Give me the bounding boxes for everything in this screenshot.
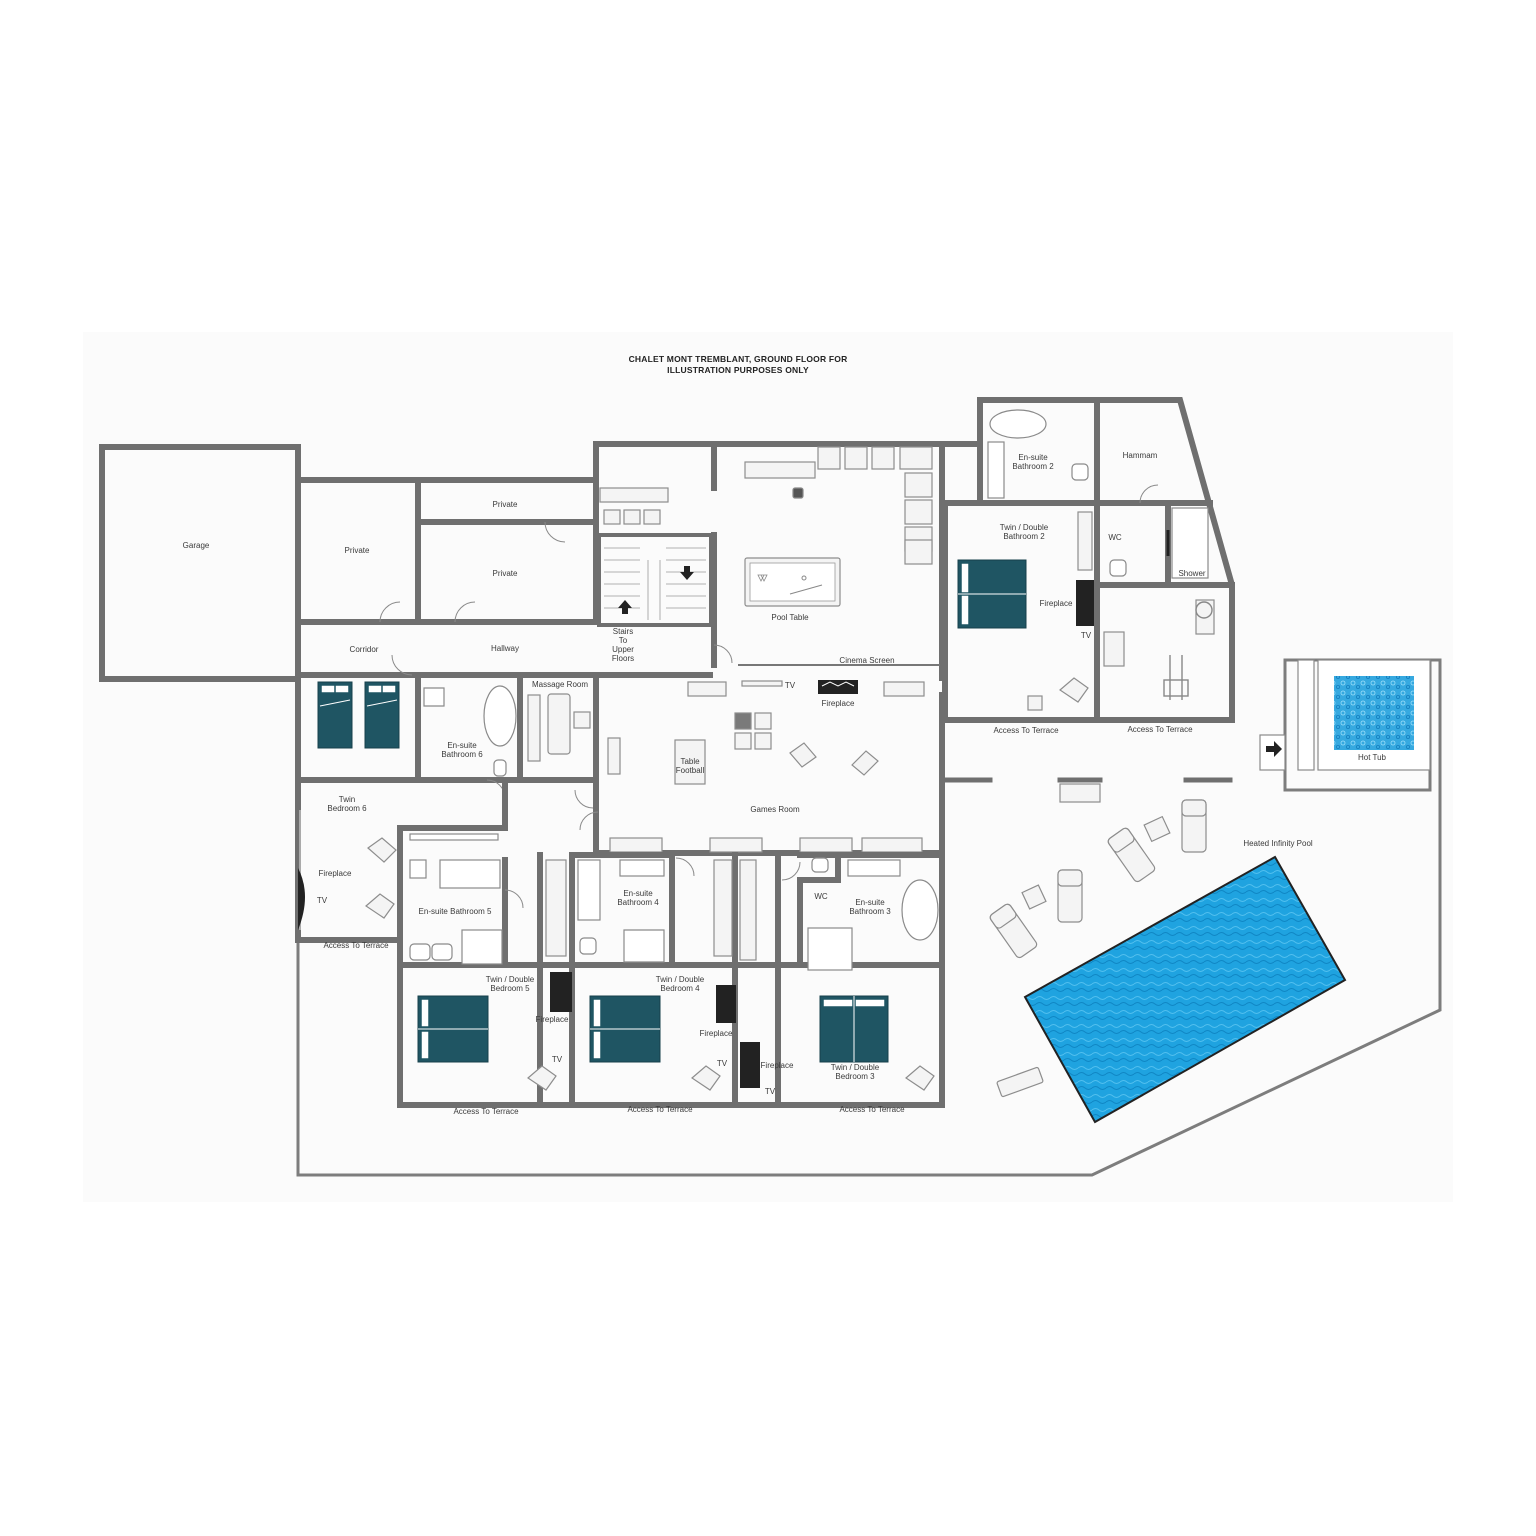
- fireplace-b2-icon: [1076, 580, 1094, 626]
- fireplace-icon: [818, 680, 858, 694]
- ensuite5-label: En-suite Bathroom 5: [419, 907, 492, 916]
- bedroom-6-block: En-suite Bathroom 6 Massage Room Twin Be…: [295, 672, 599, 1108]
- infinity-pool: [1023, 855, 1347, 1124]
- corridor-hallway: Corridor Hallway: [295, 441, 713, 678]
- fireplace-b5-label: Fireplace: [536, 1015, 569, 1024]
- corridor-label: Corridor: [350, 645, 379, 654]
- ensuite6-label-2: Bathroom 6: [441, 750, 483, 759]
- ensuite4-label-1: En-suite: [623, 889, 653, 898]
- ensuite-6: En-suite Bathroom 6: [423, 685, 517, 777]
- down-arrow-icon: [680, 566, 694, 580]
- heated-pool-label: Heated Infinity Pool: [1243, 839, 1313, 848]
- bed3-label-1: Twin / Double: [831, 1063, 880, 1072]
- up-arrow-icon: [618, 600, 632, 614]
- fireplace-b3-icon: [740, 1042, 760, 1088]
- bedroom-4: Twin / Double Bedroom 4 Fireplace TV Acc…: [589, 975, 736, 1114]
- wc-top-label: WC: [1108, 533, 1122, 542]
- shower-label: Shower: [1178, 569, 1205, 578]
- twin6-label-2: Bedroom 6: [327, 804, 367, 813]
- double-bed-2-icon: [957, 559, 1027, 629]
- stairs-label-2: To: [619, 636, 628, 645]
- fireplace-games-label: Fireplace: [822, 699, 855, 708]
- table-football-label-2: Football: [676, 766, 705, 775]
- stairs: Stairs To Upper Floors: [597, 533, 713, 663]
- garage-label: Garage: [183, 541, 210, 550]
- private-c-label: Private: [493, 569, 518, 578]
- bed4-label-2: Bedroom 4: [660, 984, 700, 993]
- bed2-label-2: Bathroom 2: [1003, 532, 1045, 541]
- double-bed-4-icon: [589, 995, 661, 1063]
- fireplace-b2-label: Fireplace: [1040, 599, 1073, 608]
- twin-bed-6-icon: [317, 681, 400, 749]
- games-room: TV Fireplace Table Football Games Room: [574, 680, 925, 853]
- hallway-label: Hallway: [491, 644, 519, 653]
- access-b2-label: Access To Terrace: [993, 726, 1059, 735]
- bedroom-3: Fireplace TV Twin / Double Bedroom 3 Acc…: [740, 995, 935, 1114]
- plan-title-line1: CHALET MONT TREMBLANT, GROUND FLOOR FOR: [629, 354, 848, 364]
- terrace-walls: [942, 777, 1233, 803]
- tv-games-label: TV: [785, 681, 796, 690]
- fireplace-b4-label: Fireplace: [700, 1029, 733, 1038]
- garage: Garage: [99, 444, 301, 682]
- bedroom-5: Twin / Double Bedroom 5 Fireplace TV Acc…: [417, 972, 572, 1116]
- arrow-right-icon: [1266, 741, 1282, 757]
- games-room-label: Games Room: [750, 805, 800, 814]
- ensuite4-label-2: Bathroom 4: [617, 898, 659, 907]
- stairs-label-4: Floors: [612, 654, 634, 663]
- pool-table-label: Pool Table: [771, 613, 809, 622]
- access-b3-label: Access To Terrace: [839, 1105, 905, 1114]
- fireplace-b3-label: Fireplace: [761, 1061, 794, 1070]
- private-a-label: Private: [345, 546, 370, 555]
- massage-room: Massage Room: [527, 680, 591, 762]
- bed4-label-1: Twin / Double: [656, 975, 705, 984]
- massage-room-label: Massage Room: [532, 680, 588, 689]
- fireplace-b6-icon: [298, 868, 305, 930]
- tv-b4-label: TV: [717, 1059, 728, 1068]
- ensuite2-label-2: Bathroom 2: [1012, 462, 1054, 471]
- bed2-label-1: Twin / Double: [1000, 523, 1049, 532]
- terrace-boundary: [296, 658, 1442, 1177]
- hot-tub-label: Hot Tub: [1358, 753, 1387, 762]
- east-wing: En-suite Bathroom 2 Hammam Twin / Double…: [939, 397, 1235, 735]
- pool-area: Heated Infinity Pool: [989, 799, 1347, 1124]
- tv-b6-label: TV: [317, 896, 328, 905]
- plan-title-line2: ILLUSTRATION PURPOSES ONLY: [667, 365, 809, 375]
- bed5-label-2: Bedroom 5: [490, 984, 530, 993]
- pool-table-room: Pool Table Cinema Screen: [599, 446, 940, 666]
- private-b-label: Private: [493, 500, 518, 509]
- access-b5-label: Access To Terrace: [453, 1107, 519, 1116]
- fireplace-b6-label: Fireplace: [319, 869, 352, 878]
- twin6-label-1: Twin: [339, 795, 355, 804]
- pool-table-icon: [744, 557, 841, 607]
- bathroom-row: En-suite Bathroom 5 En-suite Bathroom 4 …: [397, 833, 945, 1108]
- wc-b3-label: WC: [814, 892, 828, 901]
- ensuite3-label-2: Bathroom 3: [849, 907, 891, 916]
- tv-b3-label: TV: [765, 1087, 776, 1096]
- hammam-label: Hammam: [1123, 451, 1158, 460]
- loungers: [989, 799, 1207, 1098]
- stairs-label-3: Upper: [612, 645, 634, 654]
- access-b4-label: Access To Terrace: [627, 1105, 693, 1114]
- double-bed-3-icon: [819, 995, 889, 1063]
- hot-tub: Hot Tub: [1259, 658, 1432, 792]
- access-b6-label: Access To Terrace: [323, 941, 389, 950]
- tv-b2-label: TV: [1081, 631, 1092, 640]
- table-football-label-1: Table: [680, 757, 700, 766]
- fireplace-b5-icon: [550, 972, 572, 1012]
- fireplace-b4-icon: [716, 985, 736, 1023]
- cinema-screen-label: Cinema Screen: [839, 656, 894, 665]
- double-bed-5-icon: [417, 995, 489, 1063]
- access-gym-label: Access To Terrace: [1127, 725, 1193, 734]
- stairs-label-1: Stairs: [613, 627, 633, 636]
- bed5-label-1: Twin / Double: [486, 975, 535, 984]
- ensuite3-label-1: En-suite: [855, 898, 885, 907]
- ensuite2-label-1: En-suite: [1018, 453, 1048, 462]
- ensuite6-label-1: En-suite: [447, 741, 477, 750]
- tv-b5-label: TV: [552, 1055, 563, 1064]
- bed3-label-2: Bedroom 3: [835, 1072, 875, 1081]
